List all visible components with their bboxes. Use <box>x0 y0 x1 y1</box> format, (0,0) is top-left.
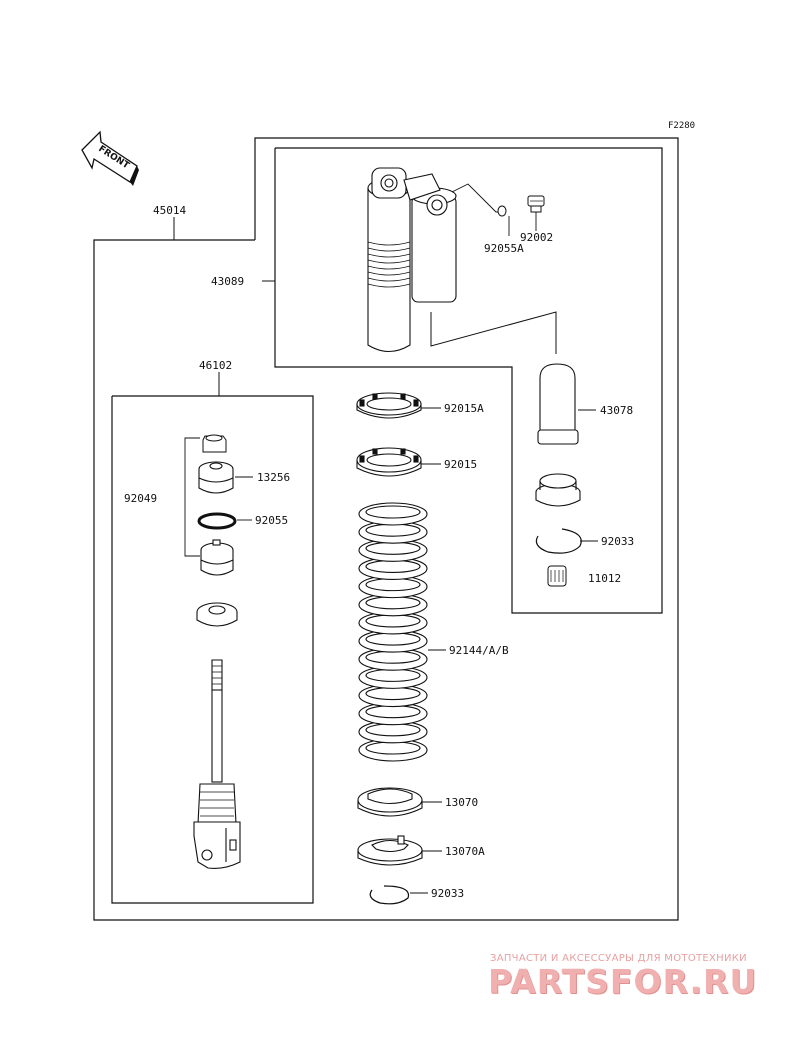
oring-92055 <box>197 512 237 530</box>
diagram-code: F2280 <box>668 121 695 131</box>
label-92055: 92055 <box>255 514 288 527</box>
locknut-92015 <box>356 447 422 477</box>
spring-seat-13070 <box>357 787 423 817</box>
spring-coil-inner <box>365 614 421 628</box>
piston-lower <box>200 539 234 576</box>
spring-coil-inner <box>365 723 421 737</box>
reservoir-cap <box>535 473 581 507</box>
label-13070A: 13070A <box>445 845 485 858</box>
label-46102: 46102 <box>199 359 232 372</box>
spring-coil-inner <box>365 523 421 537</box>
label-13070: 13070 <box>445 796 478 809</box>
spring-coil-inner <box>365 686 421 701</box>
spring-guide-13070A <box>357 835 423 866</box>
spring-coil-inner <box>365 559 421 574</box>
spring-coil-inner <box>365 668 421 682</box>
watermark-tagline: ЗАПЧАСТИ И АКСЕССУАРЫ ДЛЯ МОТОТЕХНИКИ <box>490 953 747 964</box>
spring-coil-inner <box>365 505 421 519</box>
spring-92144 <box>358 502 428 762</box>
label-92049: 92049 <box>124 492 157 505</box>
label-13256: 13256 <box>257 471 290 484</box>
spring-coil-inner <box>365 705 421 719</box>
label-92033-upper: 92033 <box>601 535 634 548</box>
bolt-92002 <box>527 195 545 213</box>
shock-body-43089 <box>367 167 457 353</box>
label-92015: 92015 <box>444 458 477 471</box>
spring-coil-inner <box>365 596 421 610</box>
assembly-frame-45014 <box>93 137 679 921</box>
label-92033-lower: 92033 <box>431 887 464 900</box>
bladder-43078 <box>537 363 579 445</box>
piston-13256 <box>198 461 234 494</box>
label-43078: 43078 <box>600 404 633 417</box>
frame-43089 <box>274 147 663 614</box>
front-arrow-icon: FRONT <box>81 130 139 186</box>
piston-rod <box>193 659 241 869</box>
nut <box>202 434 227 453</box>
watermark-brand: PARTSFOR.RU <box>488 962 758 1001</box>
oring-92055A <box>497 205 507 217</box>
spring-coil-inner <box>365 632 421 646</box>
label-92015A: 92015A <box>444 402 484 415</box>
spring-coil-inner <box>365 578 421 592</box>
circlip-92033-lower <box>369 885 410 905</box>
locknut-92015A <box>356 392 422 419</box>
spring-coil-inner <box>365 541 421 555</box>
label-11012: 11012 <box>588 572 621 585</box>
spring-coil-inner <box>365 650 421 664</box>
valve-11012 <box>547 565 567 587</box>
label-45014: 45014 <box>153 204 186 217</box>
label-92144: 92144/A/B <box>449 644 509 657</box>
frame-46102 <box>111 395 314 904</box>
label-43089: 43089 <box>211 275 244 288</box>
circlip-92033-upper <box>535 528 582 554</box>
label-92002: 92002 <box>520 231 553 244</box>
label-92055A: 92055A <box>484 242 524 255</box>
spring-coil-inner <box>365 741 421 755</box>
seal-washer <box>196 602 238 627</box>
